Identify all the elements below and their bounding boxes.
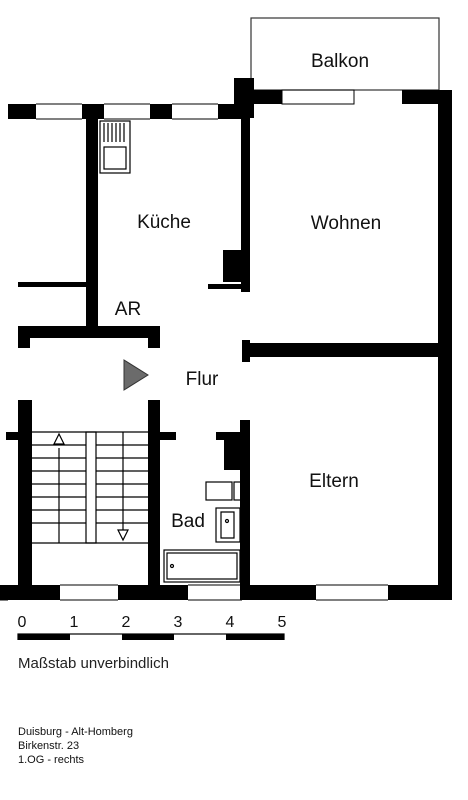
walls xyxy=(0,78,452,600)
scale-disclaimer: Maßstab unverbindlich xyxy=(18,655,169,672)
bathroom-fixtures xyxy=(163,481,243,583)
room-label-bad: Bad xyxy=(171,511,205,532)
scale-tick-5: 5 xyxy=(278,614,287,631)
staircase xyxy=(32,431,148,544)
room-label-flur: Flur xyxy=(186,369,219,390)
scale-bar: 0 1 2 3 4 5 xyxy=(17,614,287,640)
room-label-ar: AR xyxy=(115,299,141,320)
address-floor: 1.OG - rechts xyxy=(18,754,85,766)
stove xyxy=(99,120,131,174)
scale-tick-4: 4 xyxy=(226,614,235,631)
room-label-wohnen: Wohnen xyxy=(311,213,381,234)
scale-tick-3: 3 xyxy=(174,614,183,631)
scale-tick-2: 2 xyxy=(122,614,131,631)
windows xyxy=(0,89,388,601)
room-label-balkon: Balkon xyxy=(311,51,369,72)
address-street: Birkenstr. 23 xyxy=(18,740,80,752)
floor-plan: Balkon Küche Wohnen AR Flur Eltern Bad 0… xyxy=(0,17,452,640)
room-label-kueche: Küche xyxy=(137,212,191,233)
room-label-eltern: Eltern xyxy=(309,471,359,492)
address-city: Duisburg - Alt-Homberg xyxy=(18,726,133,738)
scale-tick-0: 0 xyxy=(18,614,27,631)
address-block: Duisburg - Alt-Homberg Birkenstr. 23 1.O… xyxy=(18,725,133,767)
entrance-marker-icon xyxy=(123,359,149,391)
scale-tick-1: 1 xyxy=(70,614,79,631)
